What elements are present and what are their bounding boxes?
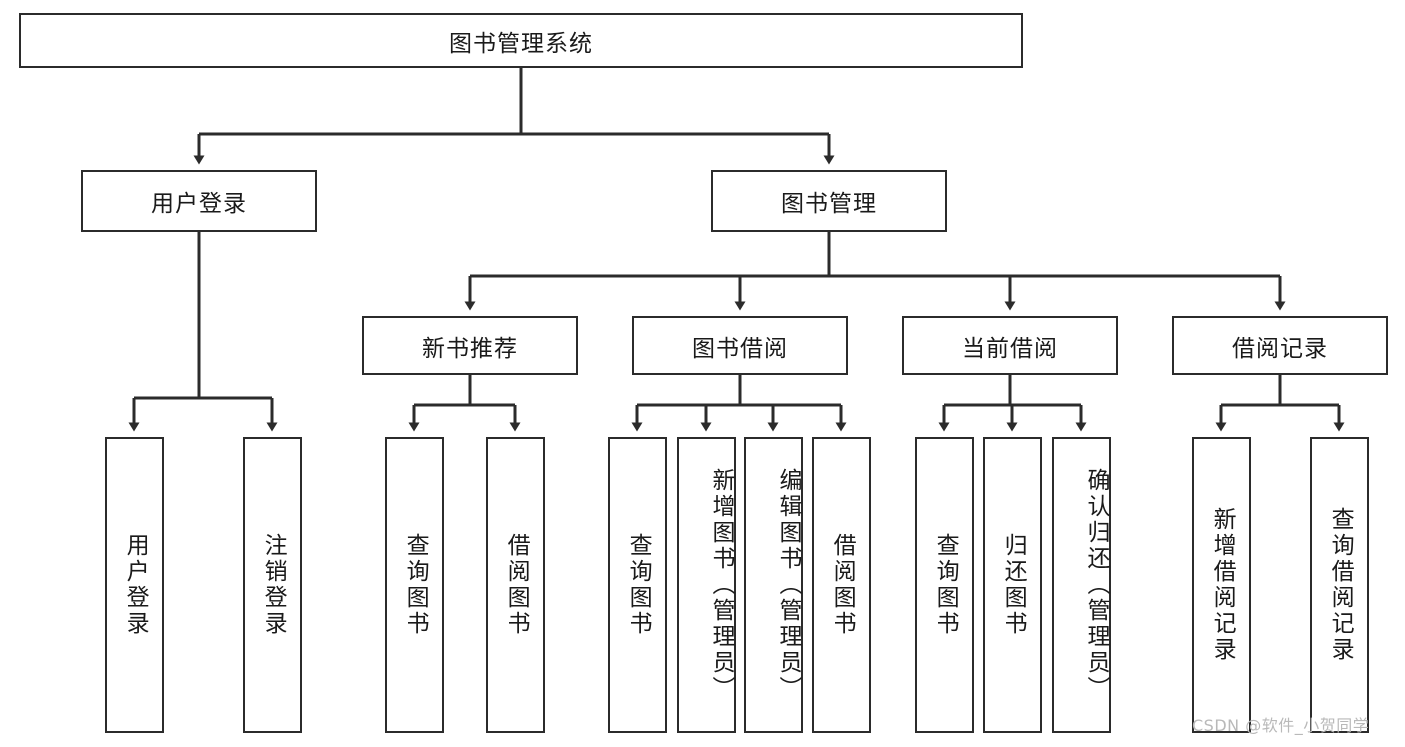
- node-borrow-record[interactable]: 借阅记录: [1172, 316, 1388, 375]
- leaf-logout-label: 注销登录: [260, 533, 287, 637]
- leaf-edit-book-label: 编辑图书（管理员）: [775, 468, 801, 702]
- leaf-query-book-3[interactable]: 查询图书: [915, 437, 974, 733]
- node-root[interactable]: 图书管理系统: [19, 13, 1023, 68]
- node-borrow-record-label: 借阅记录: [1232, 335, 1328, 362]
- leaf-logout[interactable]: 注销登录: [243, 437, 302, 733]
- csdn-watermark: CSDN @软件_小贺同学: [1192, 716, 1370, 735]
- leaf-query-book-3-label: 查询图书: [932, 533, 959, 637]
- node-new-book-rec-label: 新书推荐: [422, 335, 518, 362]
- node-current-borrow-label: 当前借阅: [962, 335, 1058, 362]
- leaf-confirm-return[interactable]: 确认归还（管理员）: [1052, 437, 1111, 733]
- node-new-book-rec[interactable]: 新书推荐: [362, 316, 578, 375]
- leaf-return-book-label: 归还图书: [1000, 533, 1027, 637]
- node-book-manage[interactable]: 图书管理: [711, 170, 947, 232]
- leaf-query-book-1[interactable]: 查询图书: [385, 437, 444, 733]
- leaf-add-record[interactable]: 新增借阅记录: [1192, 437, 1251, 733]
- node-user-login[interactable]: 用户登录: [81, 170, 317, 232]
- leaf-user-login-label: 用户登录: [122, 533, 149, 637]
- leaf-query-record-label: 查询借阅记录: [1327, 507, 1354, 663]
- node-root-label: 图书管理系统: [449, 30, 593, 57]
- node-book-manage-label: 图书管理: [781, 191, 877, 217]
- leaf-query-book-2[interactable]: 查询图书: [608, 437, 667, 733]
- leaf-add-book-label: 新增图书（管理员）: [708, 468, 734, 702]
- node-user-login-label: 用户登录: [151, 191, 247, 217]
- leaf-query-record[interactable]: 查询借阅记录: [1310, 437, 1369, 733]
- leaf-return-book[interactable]: 归还图书: [983, 437, 1042, 733]
- leaf-confirm-return-label: 确认归还（管理员）: [1083, 468, 1109, 702]
- leaf-borrow-book-1[interactable]: 借阅图书: [486, 437, 545, 733]
- leaf-borrow-book-2[interactable]: 借阅图书: [812, 437, 871, 733]
- node-book-borrow[interactable]: 图书借阅: [632, 316, 848, 375]
- leaf-add-record-label: 新增借阅记录: [1209, 507, 1236, 663]
- leaf-user-login[interactable]: 用户登录: [105, 437, 164, 733]
- leaf-add-book[interactable]: 新增图书（管理员）: [677, 437, 736, 733]
- leaf-edit-book[interactable]: 编辑图书（管理员）: [744, 437, 803, 733]
- node-book-borrow-label: 图书借阅: [692, 335, 788, 362]
- leaf-query-book-2-label: 查询图书: [625, 533, 652, 637]
- leaf-borrow-book-2-label: 借阅图书: [829, 533, 856, 637]
- node-current-borrow[interactable]: 当前借阅: [902, 316, 1118, 375]
- leaf-query-book-1-label: 查询图书: [402, 533, 429, 637]
- leaf-borrow-book-1-label: 借阅图书: [503, 533, 530, 637]
